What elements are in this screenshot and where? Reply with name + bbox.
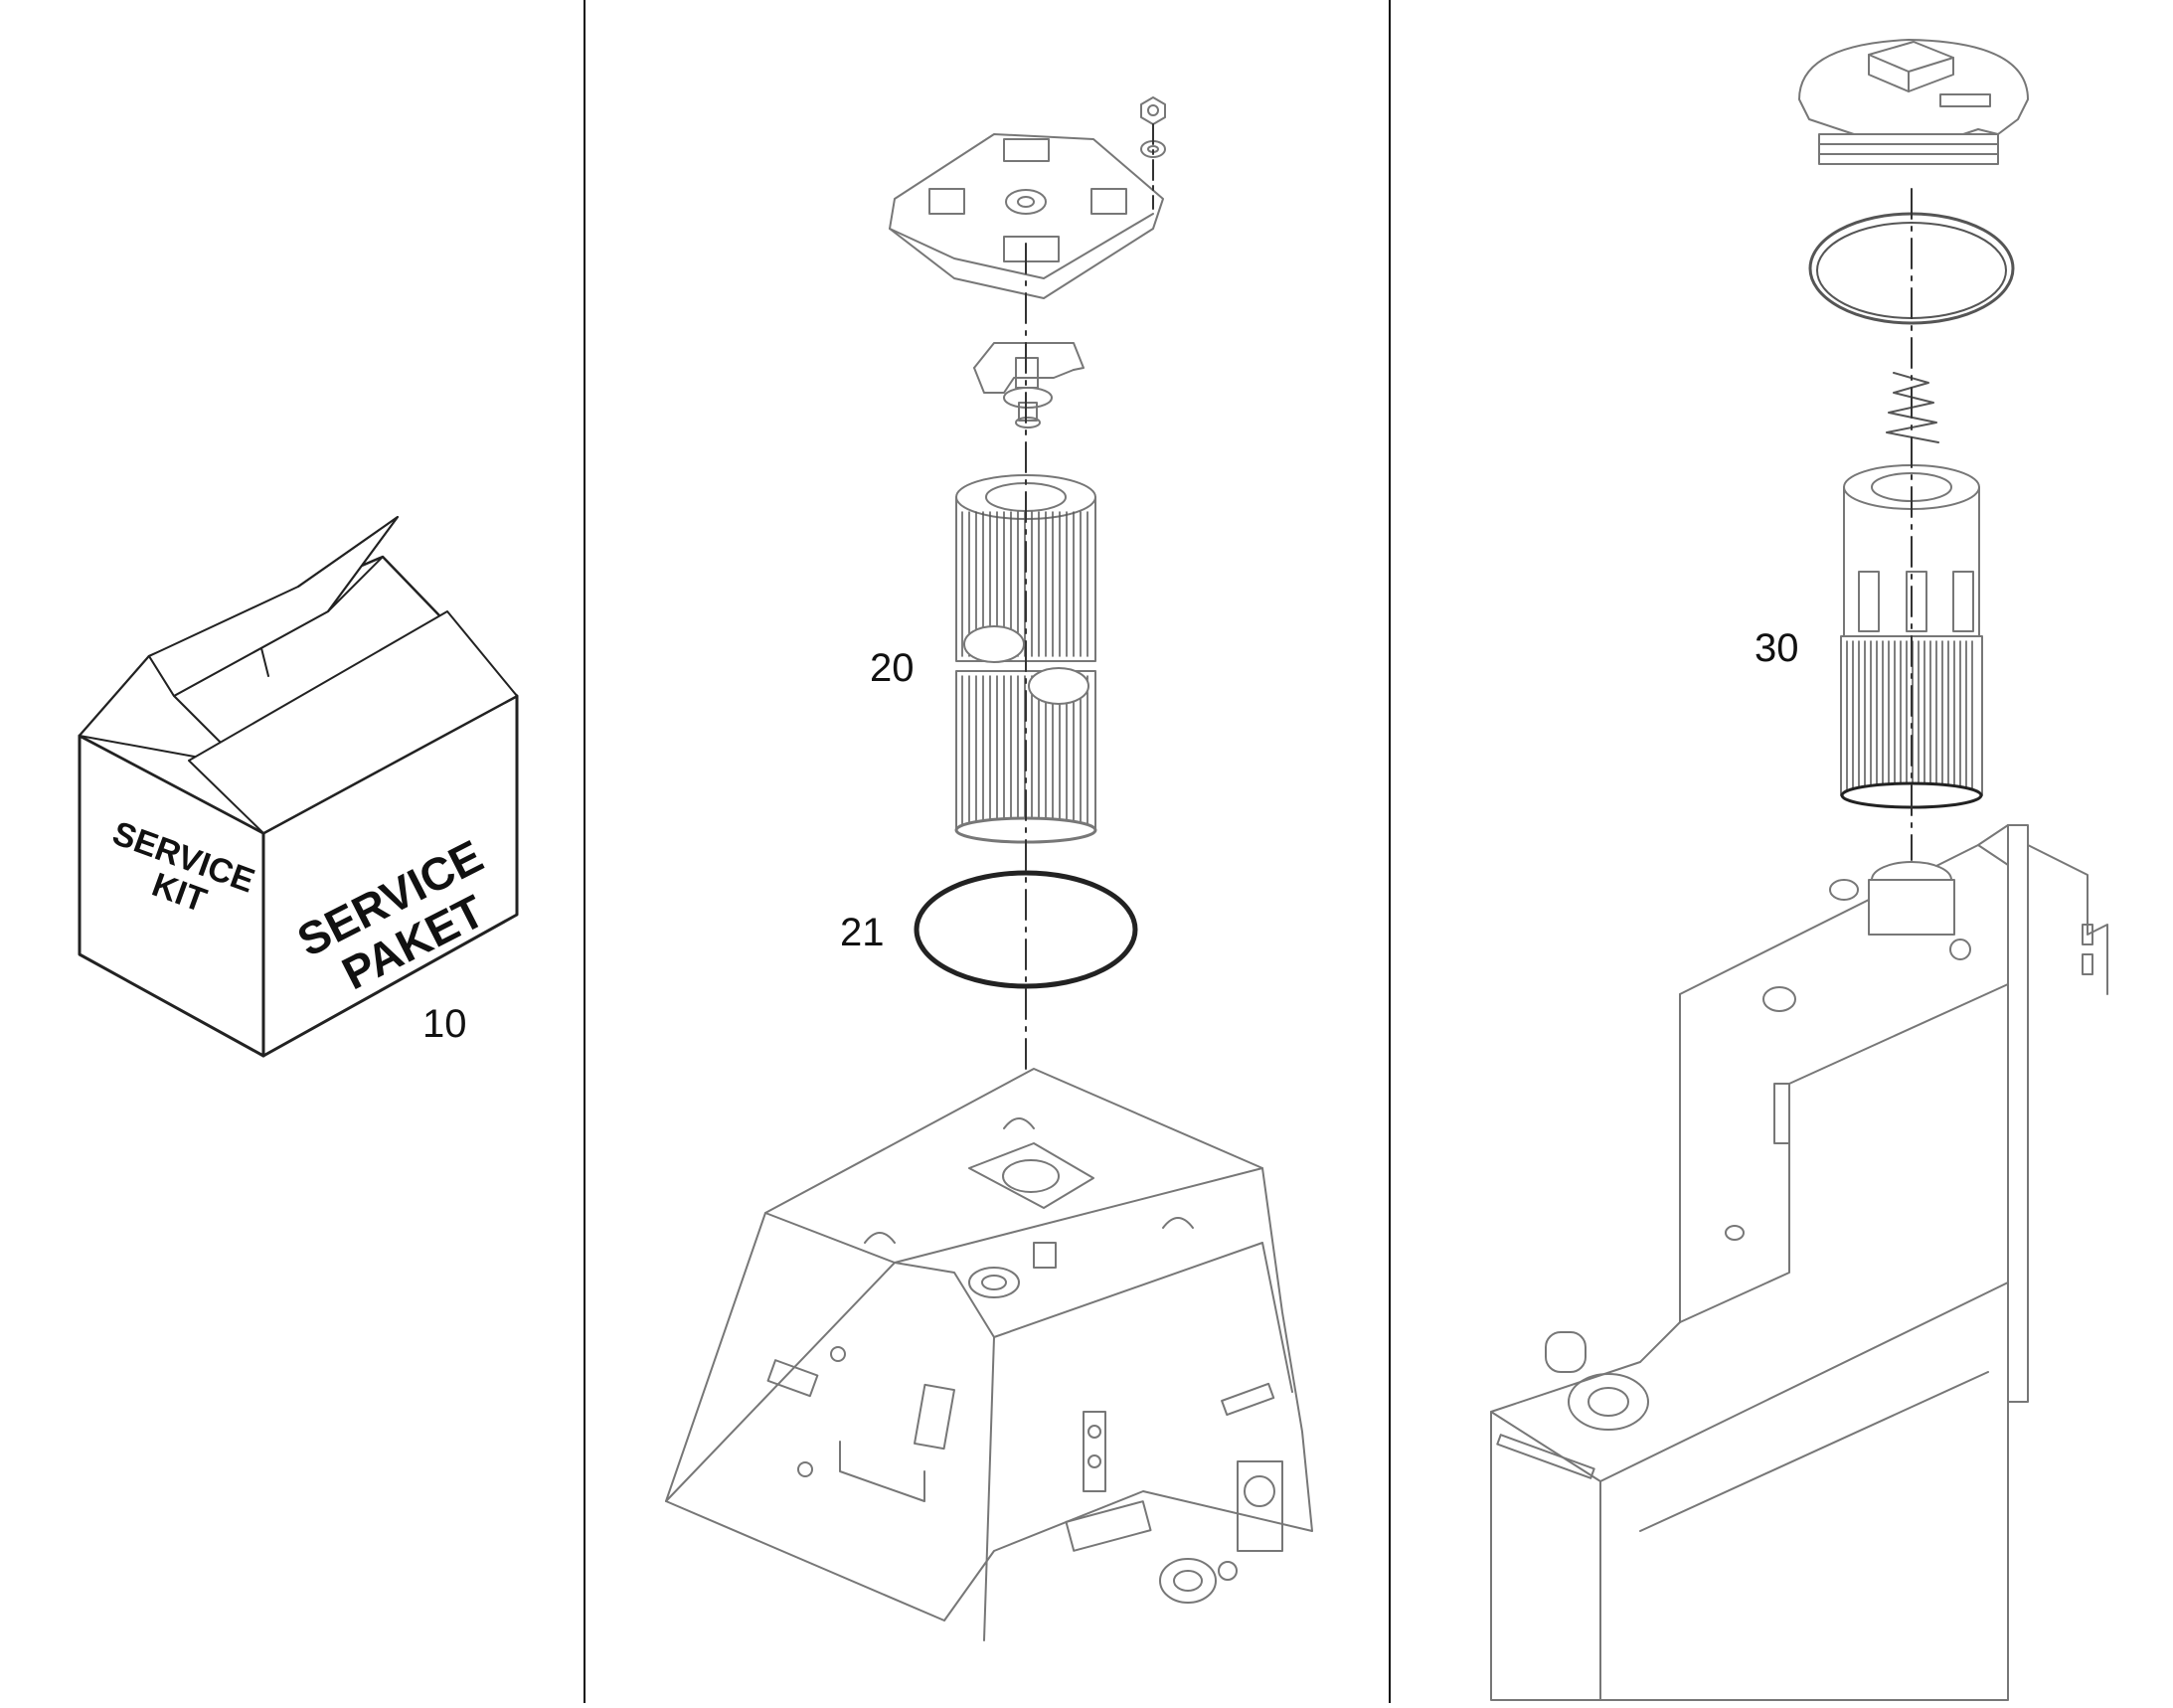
filler-cap — [1798, 39, 2029, 165]
filter-cover-plate — [889, 133, 1164, 299]
panel-divider-left — [584, 0, 585, 1703]
hydraulic-filter-assembly — [1490, 39, 2108, 1701]
service-kit-box: SERVICE KIT SERVICE PAKET — [78, 516, 519, 1058]
bypass-valve — [973, 342, 1085, 428]
panel-divider-right — [1389, 0, 1391, 1703]
callout-service-kit: 10 — [422, 1002, 467, 1046]
oil-filter-assembly — [665, 96, 1313, 1641]
hydraulic-tank — [1490, 824, 2108, 1701]
callout-hydraulic-filter: 30 — [1755, 626, 1799, 670]
tank-housing — [665, 1068, 1313, 1641]
callout-o-ring: 21 — [840, 911, 885, 954]
callout-oil-filter: 20 — [870, 646, 915, 690]
o-ring — [914, 870, 1138, 989]
